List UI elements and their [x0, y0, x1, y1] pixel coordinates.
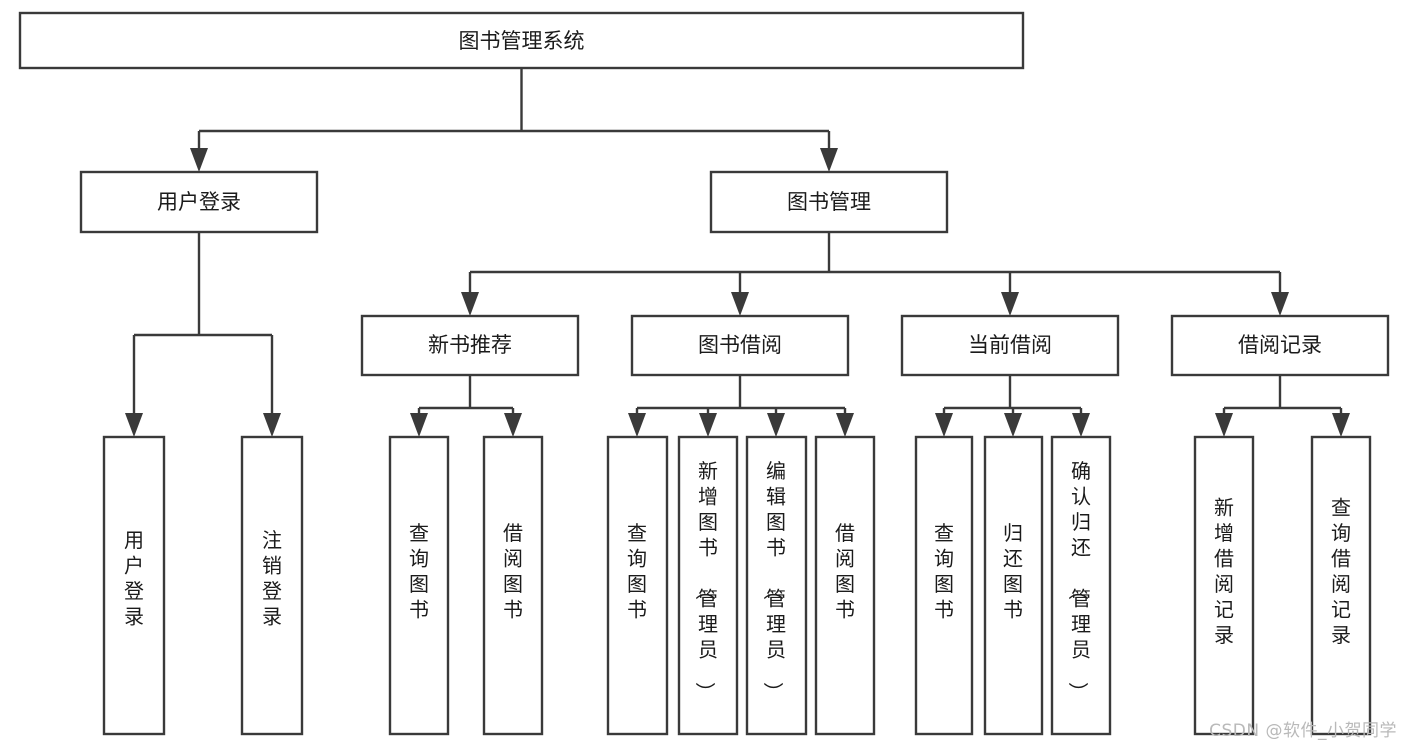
- csdn-watermark: CSDN @软件_小贺同学: [1209, 721, 1397, 741]
- node-leaf-query-book-current[interactable]: 查询图书: [914, 435, 974, 736]
- node-current-borrow-label: 当前借阅: [968, 333, 1052, 357]
- node-leaf-borrow-book-recommend-box: [482, 435, 544, 736]
- arrow-head-book-borrow: [731, 292, 749, 316]
- node-leaf-add-borrow-record-label: 新增借阅记录: [1214, 495, 1234, 647]
- node-leaf-user-login[interactable]: 用户登录: [102, 435, 166, 736]
- node-leaf-borrow-book-recommend-label: 借阅图书: [503, 521, 523, 622]
- node-leaf-borrow-book-recommend[interactable]: 借阅图书: [482, 435, 544, 736]
- node-book-borrow-box: [630, 314, 850, 377]
- node-borrow-record[interactable]: 借阅记录: [1170, 314, 1390, 377]
- connector-group: [125, 68, 1350, 437]
- node-borrow-record-label: 借阅记录: [1238, 333, 1322, 357]
- arrow-head-leaf-borrow-book-recommend: [504, 413, 522, 437]
- arrow-head-leaf-add-borrow-record: [1215, 413, 1233, 437]
- node-leaf-return-book-box: [983, 435, 1044, 736]
- arrow-head-leaf-query-book-borrow: [628, 413, 646, 437]
- arrow-head-leaf-logout: [263, 413, 281, 437]
- node-new-book-recommend-label: 新书推荐: [428, 333, 512, 357]
- arrow-head-leaf-return-book: [1004, 413, 1022, 437]
- node-leaf-return-book-label: 归还图书: [1003, 521, 1023, 622]
- arrow-head-current-borrow: [1001, 292, 1019, 316]
- node-leaf-edit-book-label: 编辑图书（管理员）: [761, 459, 786, 702]
- arrow-head-user-login: [190, 148, 208, 172]
- node-root-label: 图书管理系统: [459, 29, 585, 53]
- node-new-book-recommend-box: [360, 314, 580, 377]
- node-leaf-query-borrow-record-box: [1310, 435, 1372, 736]
- node-leaf-query-borrow-record[interactable]: 查询借阅记录: [1310, 435, 1372, 736]
- node-borrow-record-box: [1170, 314, 1390, 377]
- node-leaf-user-login-box: [102, 435, 166, 736]
- node-leaf-add-book-label: 新增图书（管理员）: [693, 459, 718, 702]
- node-leaf-user-login-label: 用户登录: [124, 528, 144, 629]
- node-leaf-query-book-borrow-label: 查询图书: [627, 521, 647, 622]
- node-leaf-borrow-book[interactable]: 借阅图书: [814, 435, 876, 736]
- node-leaf-logout-box: [240, 435, 304, 736]
- node-leaf-confirm-return-box: [1050, 435, 1112, 736]
- node-leaf-query-book-borrow[interactable]: 查询图书: [606, 435, 669, 736]
- arrow-head-new-book-recommend: [461, 292, 479, 316]
- node-book-management-label: 图书管理: [787, 190, 871, 214]
- node-root[interactable]: 图书管理系统: [18, 11, 1025, 70]
- node-root-box: [18, 11, 1025, 70]
- arrow-head-leaf-query-book-current: [935, 413, 953, 437]
- node-current-borrow-box: [900, 314, 1120, 377]
- node-book-management[interactable]: 图书管理: [709, 170, 949, 234]
- node-leaf-query-book-recommend[interactable]: 查询图书: [388, 435, 450, 736]
- node-leaf-borrow-book-label: 借阅图书: [835, 521, 855, 622]
- node-book-management-box: [709, 170, 949, 234]
- arrow-head-leaf-confirm-return: [1072, 413, 1090, 437]
- arrow-head-leaf-borrow-book: [836, 413, 854, 437]
- node-leaf-return-book[interactable]: 归还图书: [983, 435, 1044, 736]
- node-leaf-logout[interactable]: 注销登录: [240, 435, 304, 736]
- node-leaf-logout-label: 注销登录: [262, 528, 282, 629]
- node-leaf-add-book-box: [677, 435, 739, 736]
- node-leaf-query-book-borrow-box: [606, 435, 669, 736]
- node-user-login-box: [79, 170, 319, 234]
- node-leaf-add-borrow-record-box: [1193, 435, 1255, 736]
- node-book-borrow-label: 图书借阅: [698, 333, 782, 357]
- arrow-head-leaf-add-book: [699, 413, 717, 437]
- node-user-login[interactable]: 用户登录: [79, 170, 319, 234]
- node-leaf-query-book-current-box: [914, 435, 974, 736]
- node-leaf-borrow-book-box: [814, 435, 876, 736]
- arrow-head-leaf-edit-book: [767, 413, 785, 437]
- arrow-head-borrow-record: [1271, 292, 1289, 316]
- arrow-head-book-management: [820, 148, 838, 172]
- arrow-head-leaf-query-borrow-record: [1332, 413, 1350, 437]
- arrow-head-leaf-query-book-recommend: [410, 413, 428, 437]
- node-leaf-confirm-return-label: 确认归还（管理员）: [1066, 459, 1091, 702]
- node-current-borrow[interactable]: 当前借阅: [900, 314, 1120, 377]
- node-book-borrow[interactable]: 图书借阅: [630, 314, 850, 377]
- node-leaf-edit-book-box: [745, 435, 808, 736]
- node-leaf-query-borrow-record-label: 查询借阅记录: [1331, 495, 1351, 647]
- node-leaf-add-book[interactable]: 新增图书（管理员）: [677, 435, 739, 736]
- node-user-login-label: 用户登录: [157, 190, 241, 214]
- arrow-head-leaf-user-login: [125, 413, 143, 437]
- node-leaf-query-book-current-label: 查询图书: [934, 521, 954, 622]
- node-leaf-query-book-recommend-box: [388, 435, 450, 736]
- node-new-book-recommend[interactable]: 新书推荐: [360, 314, 580, 377]
- node-leaf-confirm-return[interactable]: 确认归还（管理员）: [1050, 435, 1112, 736]
- node-leaf-query-book-recommend-label: 查询图书: [409, 521, 429, 622]
- node-leaf-add-borrow-record[interactable]: 新增借阅记录: [1193, 435, 1255, 736]
- node-leaf-edit-book[interactable]: 编辑图书（管理员）: [745, 435, 808, 736]
